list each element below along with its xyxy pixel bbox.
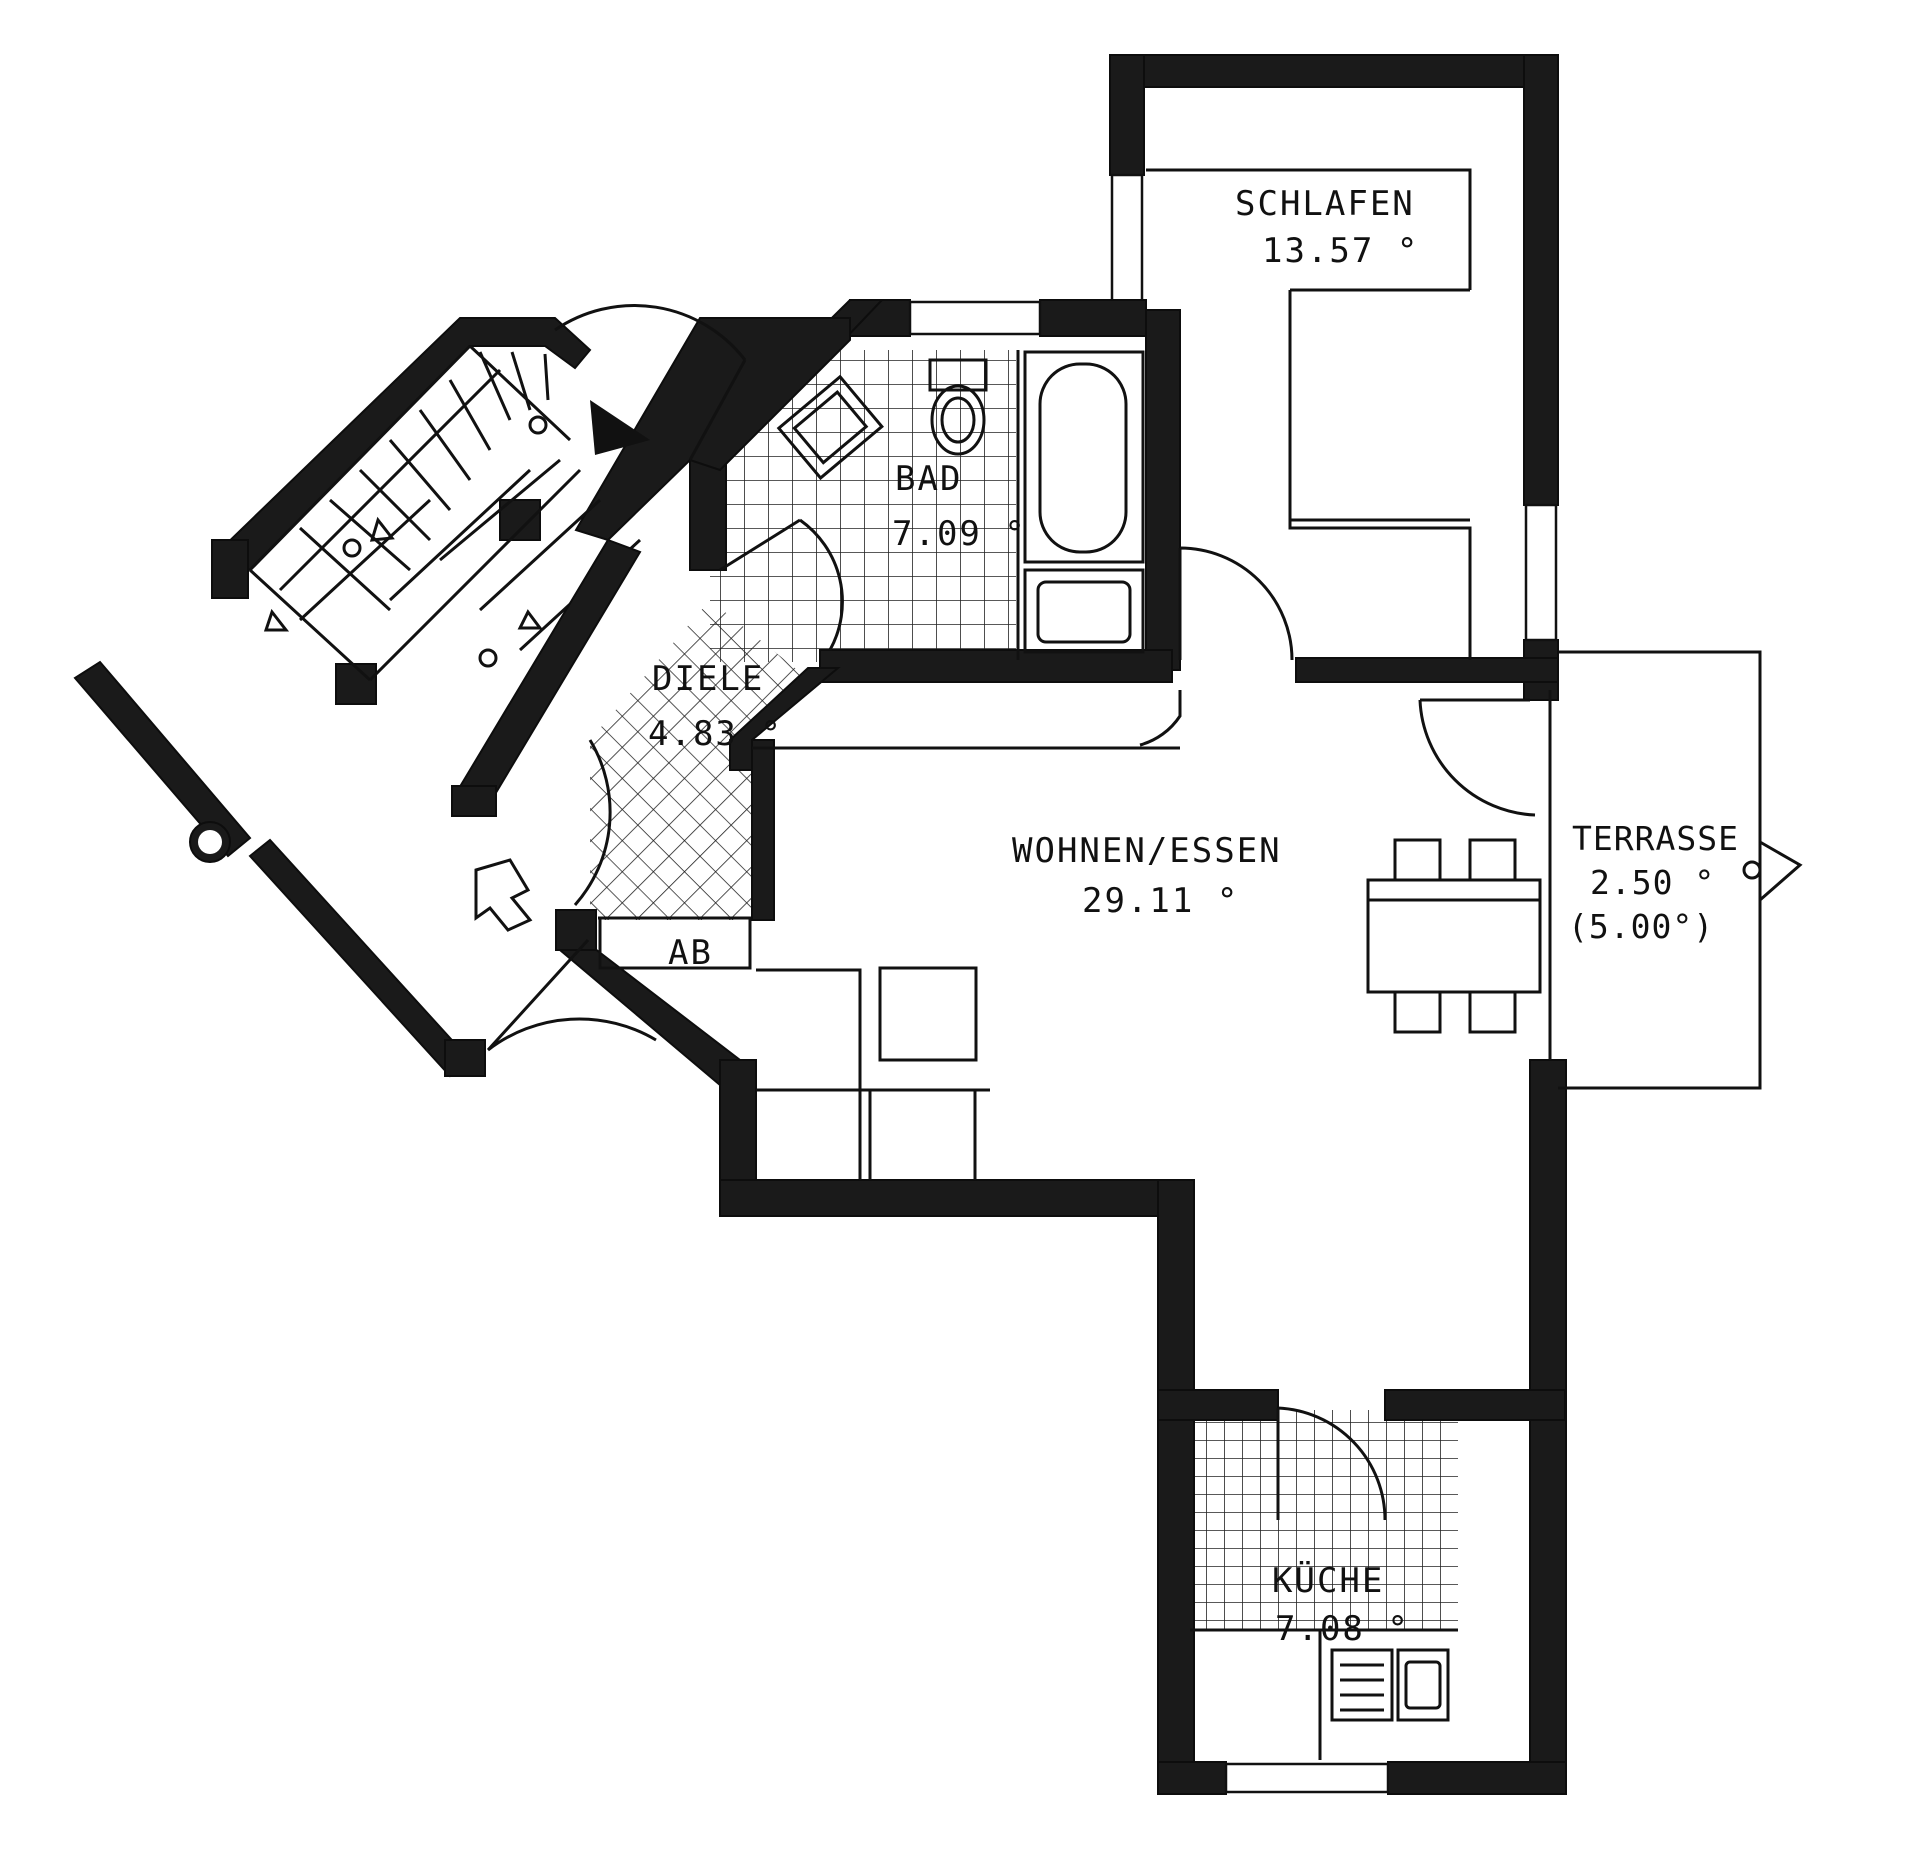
bath-area: 7.09 °: [892, 514, 1027, 554]
stair-handrail-post: [478, 648, 498, 668]
stairs: [248, 344, 642, 682]
dining-table: [1366, 838, 1542, 1034]
living-name: WOHNEN/ESSEN: [1012, 831, 1282, 871]
bath-name: BAD: [895, 459, 962, 499]
bedroom-window-east: [1524, 503, 1558, 642]
kitchen-door-swing: [1276, 1406, 1387, 1521]
terrace-door-swing: [1418, 699, 1536, 817]
bedroom-window-west: [1110, 173, 1144, 312]
entrance-arrow-icon: [474, 858, 533, 932]
stair-door-swing: [554, 304, 747, 461]
stair-handrail-post: [342, 538, 362, 558]
storage-label: AB: [668, 933, 713, 973]
hall-tile-floor: [590, 600, 810, 920]
entry-niche-inner: [198, 830, 222, 854]
kitchen-walls: [1157, 1389, 1567, 1795]
hall-walls: [73, 538, 841, 1086]
storage-ab-outline: [598, 916, 752, 970]
kitchen-tile-floor: [1190, 1410, 1458, 1630]
hall-door-swing: [573, 739, 612, 906]
living-furniture: [756, 966, 990, 1180]
terrace-name: TERRASSE: [1572, 819, 1739, 858]
terrace: [1548, 650, 1803, 1090]
bedroom-door-swing: [1178, 546, 1294, 661]
stair-handrail-post: [528, 415, 548, 435]
bath-window: [908, 300, 1042, 336]
bedroom-area: 13.57 °: [1262, 231, 1419, 271]
kitchen-area: 7.08 °: [1275, 1609, 1410, 1649]
terrace-area: 2.50 °: [1590, 863, 1715, 902]
bath-door-swing: [719, 518, 844, 651]
stair-arrow-marker: [263, 516, 543, 632]
bedroom-walls: [1109, 54, 1559, 701]
shower-tray: [1023, 568, 1145, 654]
bed: [1146, 168, 1472, 660]
entry-door-swing: [486, 938, 657, 1052]
hall-name: DIELE: [652, 659, 764, 699]
stair-direction-arrow: [590, 400, 650, 455]
hall-area: 4.83 °: [648, 714, 783, 754]
bedroom-name: SCHLAFEN: [1235, 184, 1415, 224]
kitchen-counter: [1190, 1628, 1458, 1760]
living-area: 29.11 °: [1082, 881, 1239, 921]
living-door-swing: [1139, 690, 1182, 747]
wash-basin: [776, 374, 884, 481]
kitchen-window: [1224, 1762, 1390, 1794]
bathtub: [1023, 350, 1145, 564]
kitchen-name: KÜCHE: [1272, 1560, 1384, 1601]
terrace-area-full: (5.00°): [1568, 907, 1714, 946]
toilet: [928, 358, 988, 456]
